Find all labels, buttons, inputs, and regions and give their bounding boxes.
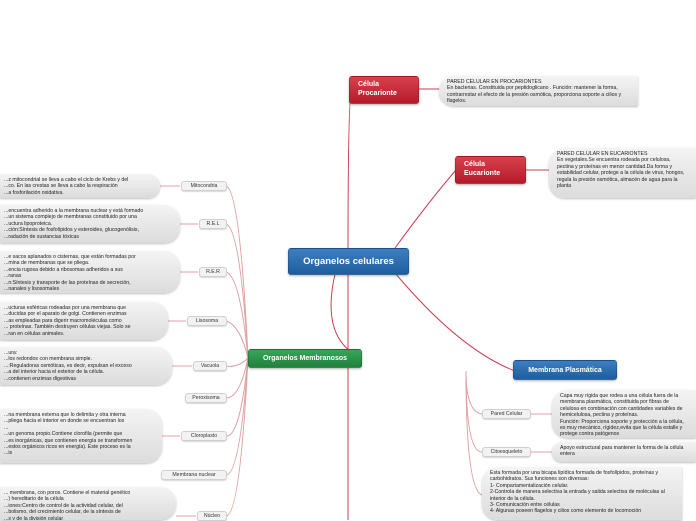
eucariota-description[interactable]: PARED CELULAR EN EUCARIONTES En vegetale… — [549, 148, 696, 198]
bicapa-description[interactable]: Esta formada por una bicapa lipídica for… — [482, 467, 682, 520]
subtopic-cloroplasto[interactable]: Cloroplasto — [181, 431, 227, 441]
topic-procariota[interactable]: Célula Procarionte — [349, 76, 419, 104]
link-mem-pero — [225, 357, 249, 399]
subtopic-lisosoma[interactable]: Lisosoma — [187, 316, 227, 326]
link-mem-liso — [225, 320, 249, 359]
subtopic-mitocondria[interactable]: Mitocondria — [181, 181, 227, 191]
topic-eucariota[interactable]: Célula Eucarionte — [455, 156, 526, 184]
rer-description[interactable]: ...e sacos aplanados o cisternas, que es… — [0, 251, 180, 293]
subtopic-membrana-nuclear[interactable]: Membrana nuclear — [161, 470, 227, 480]
pared-celular-description[interactable]: Capa muy rígida que rodea a una célula f… — [552, 390, 696, 438]
topic-organelos-membranosos[interactable]: Organelos Membranosos — [248, 349, 362, 368]
link-pm-pared — [465, 370, 483, 415]
subtopic-rel[interactable]: R.E.L — [199, 219, 227, 229]
subtopic-vacuola[interactable]: Vacuola — [193, 361, 227, 371]
cloroplasto-description[interactable]: ...na membrana externa que lo delimita y… — [0, 409, 162, 463]
central-topic[interactable]: Organelos celulares — [288, 248, 409, 275]
link-mem-nucleo — [225, 357, 249, 517]
lisosoma-description[interactable]: ...ucturas esféricas rodeadas por una me… — [0, 302, 168, 340]
link-mem-memnuc — [225, 357, 249, 476]
link-center-membranosos — [330, 273, 363, 359]
mitocondria-description[interactable]: ...z mitocondrial se lleva a cabo el cic… — [0, 174, 160, 198]
topic-membrana-plasmatica[interactable]: Membrana Plasmática — [513, 360, 617, 380]
link-mem-vacu — [225, 357, 249, 367]
subtopic-pared-celular[interactable]: Pared Celular — [482, 409, 531, 419]
link-center-eucariota — [394, 169, 457, 249]
link-mem-rer — [225, 271, 249, 359]
link-pm-cito — [465, 370, 483, 453]
link-mem-mito — [225, 185, 249, 359]
vacuola-description[interactable]: ...ura: ...los redondos con membrana sim… — [0, 347, 172, 385]
subtopic-peroxisoma[interactable]: Peroxisoma — [185, 393, 227, 403]
link-mem-rel — [225, 223, 249, 359]
link-pm-bicapa — [465, 370, 483, 496]
nucleo-description[interactable]: ... membrana, con poros. Contiene el mat… — [0, 487, 176, 520]
procariota-description[interactable]: PARED CELULAR EN PROCARIONTES En bacteri… — [439, 76, 638, 106]
link-mem-cloro — [225, 357, 249, 437]
citoesqueleto-description[interactable]: Apoyo estructural para mantener la forma… — [552, 442, 696, 462]
link-center-membrana — [394, 272, 516, 372]
link-center-procariota — [347, 87, 353, 253]
subtopic-citoesqueleto[interactable]: Citoesqueleto — [482, 447, 531, 457]
subtopic-rer[interactable]: R.E.R — [199, 267, 227, 277]
rel-description[interactable]: ...encuentra adherido a la membrana nucl… — [0, 205, 180, 243]
